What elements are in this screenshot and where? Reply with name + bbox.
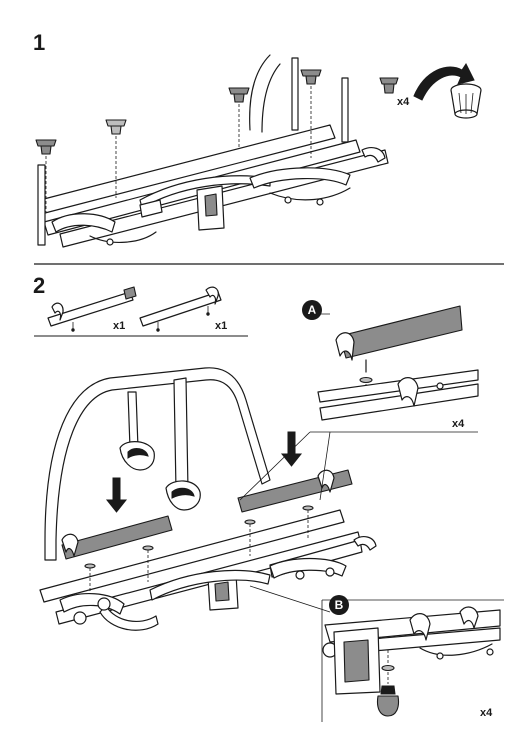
washer-icon <box>302 505 314 540</box>
step-1-number: 1 <box>33 30 46 55</box>
washer-icon <box>244 519 256 556</box>
callout-b-detail <box>249 585 504 722</box>
rail-left-quantity: x1 <box>113 320 126 332</box>
curved-arrow-icon <box>413 63 475 101</box>
step-1-drawing <box>35 54 482 248</box>
callout-a-quantity: x4 <box>452 418 465 430</box>
callout-b-quantity: x4 <box>480 707 493 719</box>
callout-a-detail <box>239 305 479 501</box>
plug-socket-icon <box>450 83 482 119</box>
washer-icon <box>142 545 154 582</box>
down-arrow-icon <box>280 431 303 467</box>
callout-a-badge: A <box>302 300 322 320</box>
step-1-caps <box>35 69 322 212</box>
rail-left-part <box>47 286 137 332</box>
step-1-parts-legend <box>379 63 482 119</box>
rail-right-part <box>139 286 222 332</box>
step-2-parts-strip <box>34 286 248 337</box>
cap-plug-icon <box>105 119 127 198</box>
step-2-number: 2 <box>33 273 46 298</box>
cap-plug-icon <box>228 87 250 148</box>
step-1-frame <box>37 54 389 248</box>
washer-icon <box>381 664 395 672</box>
foot-pad-icon <box>376 685 400 717</box>
rail-right-quantity: x1 <box>215 320 228 332</box>
step-2-main-assembly <box>39 367 377 631</box>
cap-plug-icon <box>300 69 322 158</box>
cap-plug-icon <box>379 77 399 94</box>
step-1-quantity: x4 <box>397 96 410 108</box>
down-arrow-icon <box>105 477 128 513</box>
cap-plug-icon <box>35 139 57 212</box>
